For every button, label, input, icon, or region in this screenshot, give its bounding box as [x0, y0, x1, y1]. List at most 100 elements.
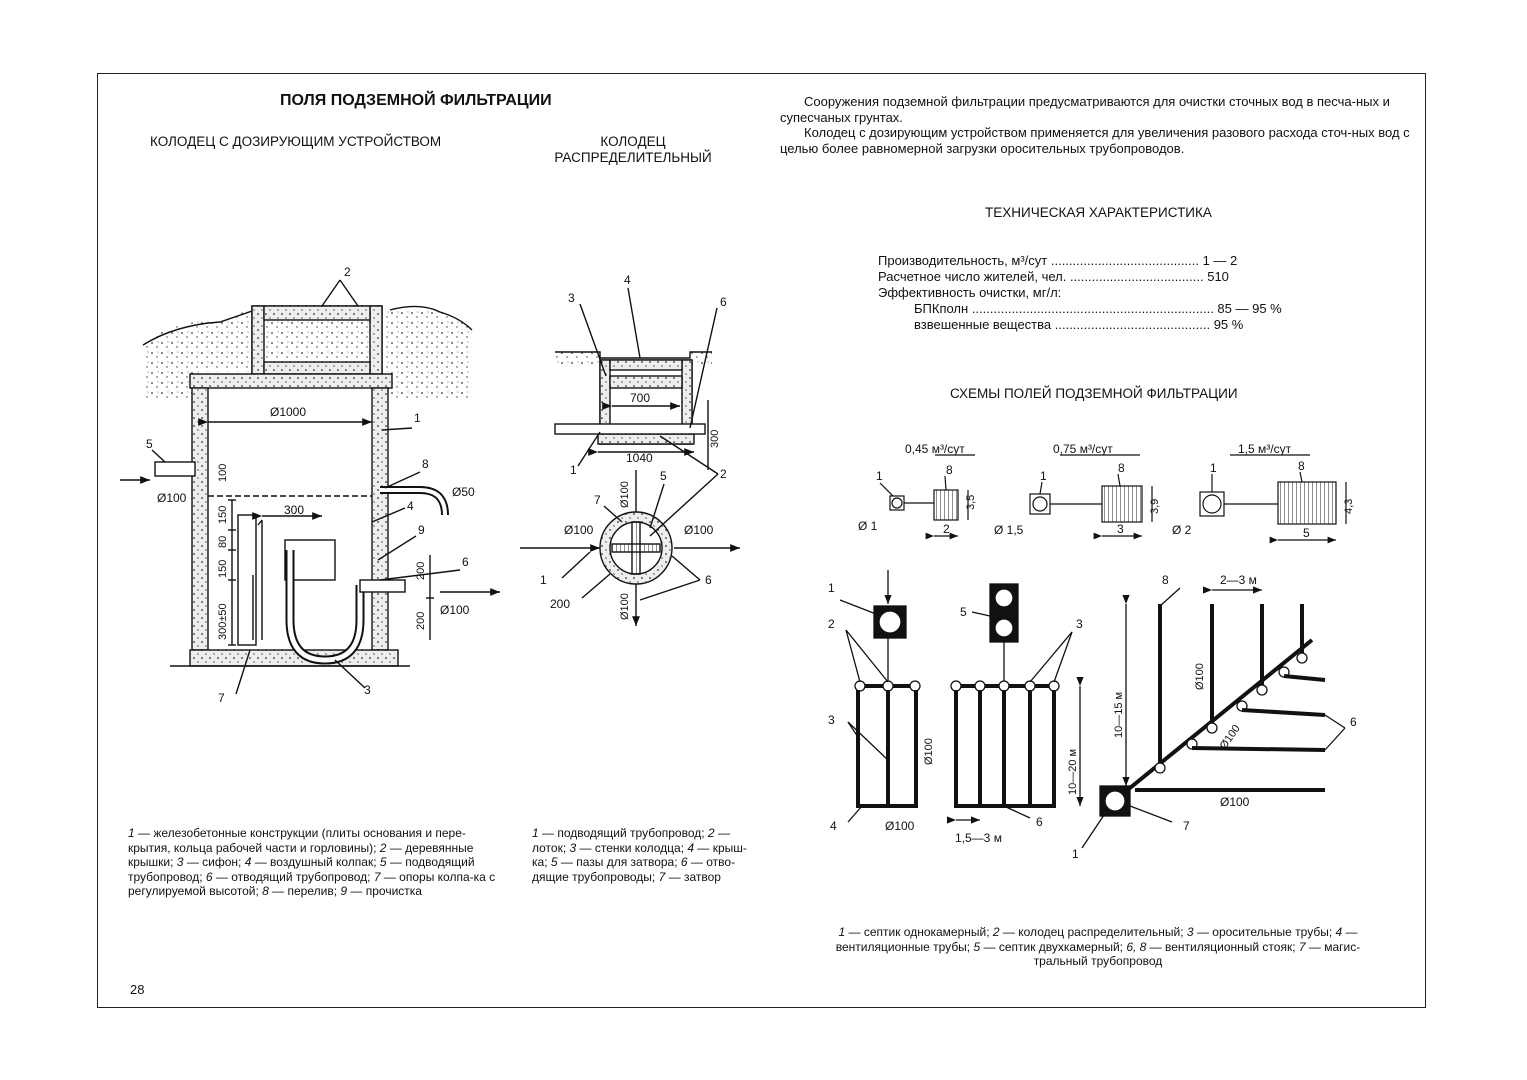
legend-text: — воздушный колпак; — [251, 855, 380, 869]
legend-text: — подводящий трубопровод; — [128, 855, 475, 884]
middle-legend: 1 — подводящий трубопровод; 2 — лоток; 3… — [532, 826, 756, 884]
left-heading: КОЛОДЕЦ С ДОЗИРУЮЩИМ УСТРОЙСТВОМ — [150, 134, 442, 149]
mid-label-1b: 1 — [540, 573, 547, 587]
legend-number: 5 — [973, 939, 981, 954]
label-h200a: 200 — [415, 562, 427, 580]
big-label-153: 1,5—3 м — [955, 831, 1002, 845]
label-h80: 80 — [217, 536, 229, 548]
dots: ........................................… — [1051, 317, 1214, 332]
mid-label-d100-top: Ø100 — [619, 481, 631, 508]
scheme1-flow: 0,45 м³/сут — [905, 442, 965, 456]
tech-value-5: 95 % — [1213, 317, 1244, 332]
tech-row-3: Эффективность очистки, мг/л: — [878, 285, 1061, 301]
mid-label-300: 300 — [709, 430, 721, 448]
label-7: 7 — [218, 691, 225, 705]
label-d1000: Ø1000 — [270, 405, 306, 419]
legend-number: 7 — [373, 869, 381, 884]
big-label-1b: 1 — [1072, 847, 1079, 861]
tech-value-4: 85 — 95 % — [1217, 301, 1282, 316]
scheme3-h: 4,3 — [1343, 499, 1355, 514]
legend-number: 2 — [379, 840, 387, 855]
page-number: 28 — [130, 982, 145, 997]
legend-number: 3 — [176, 855, 184, 869]
label-2: 2 — [344, 265, 351, 279]
mid-label-200: 200 — [550, 597, 570, 611]
tech-title: ТЕХНИЧЕСКАЯ ХАРАКТЕРИСТИКА — [985, 205, 1212, 220]
mid-label-d100-left: Ø100 — [564, 523, 594, 537]
scheme2-w: 3 — [1117, 522, 1124, 536]
legend-text: — отво-дящие трубопроводы; — [532, 855, 736, 884]
scheme3-flow: 1,5 м³/сут — [1238, 442, 1292, 456]
mid-label-6a: 6 — [720, 295, 727, 309]
mid-label-6b: 6 — [705, 573, 712, 587]
mid-label-7: 7 — [594, 493, 601, 507]
dots: ........................................… — [968, 301, 1218, 316]
legend-text: — опоры колпа-ка с регулируемой высотой; — [128, 869, 496, 899]
legend-text: — магис-тральный трубопровод — [1033, 939, 1361, 969]
tech-label-5: взвешенные вещества — [914, 317, 1052, 332]
label-d100-out: Ø100 — [440, 603, 470, 617]
legend-number: 3 — [569, 840, 577, 855]
tech-label-4: БПКполн — [914, 301, 969, 316]
label-1: 1 — [414, 411, 421, 425]
svg-text:8: 8 — [1298, 459, 1305, 473]
legend-text: — вентиляционные трубы; — [835, 925, 1358, 954]
legend-text: — отводящий трубопровод; — [212, 869, 374, 884]
legend-number: 8 — [262, 884, 269, 898]
legend-text: — пазы для затвора; — [557, 855, 681, 869]
tech-row-1: Производительность, м³/сут .............… — [878, 253, 1237, 269]
tech-row-2: Расчетное число жителей, чел. ..........… — [878, 269, 1229, 285]
dots: ........................................… — [1047, 253, 1203, 268]
page-title: ПОЛЯ ПОДЗЕМНОЙ ФИЛЬТРАЦИИ — [280, 92, 552, 109]
legend-number: 1 — [838, 925, 846, 939]
scheme3-pipe: Ø 2 — [1172, 523, 1192, 537]
scheme1-pipe: Ø 1 — [858, 519, 878, 533]
big-label-1020: 10—20 м — [1067, 749, 1079, 795]
scheme2-flow: 0,75 м³/сут — [1053, 442, 1113, 456]
legend-number: 2 — [992, 925, 1000, 939]
big-label-d100-e: Ø100 — [1220, 795, 1250, 809]
legend-number: 7 — [1298, 939, 1306, 954]
big-label-d100-a: Ø100 — [885, 819, 915, 833]
page-frame — [97, 73, 1426, 1008]
label-d50: Ø50 — [452, 485, 475, 499]
legend-number: 7 — [658, 869, 666, 884]
legend-text: — сифон; — [183, 855, 245, 869]
mid-label-2: 2 — [720, 467, 727, 481]
schemes-title: СХЕМЫ ПОЛЕЙ ПОДЗЕМНОЙ ФИЛЬТРАЦИИ — [950, 386, 1238, 401]
big-label-1a: 1 — [828, 581, 835, 595]
svg-text:8: 8 — [946, 463, 953, 477]
small-schemes — [879, 454, 1347, 544]
distribution-well-drawing — [520, 287, 740, 626]
big-label-23: 2—3 м — [1220, 573, 1257, 587]
tech-value-1: 1 — 2 — [1202, 253, 1238, 268]
legend-number: 4 — [687, 840, 695, 855]
legend-number: 3 — [1186, 925, 1194, 939]
mid-label-700: 700 — [630, 391, 650, 405]
big-label-8: 8 — [1162, 573, 1169, 587]
legend-text: — септик двухкамерный; — [980, 939, 1127, 954]
mid-label-d100-bottom: Ø100 — [619, 593, 631, 620]
intro-paragraph-1: Сооружения подземной фильтрации предусма… — [780, 94, 1390, 125]
legend-number: 1 — [532, 826, 539, 840]
legend-number: 4 — [244, 855, 252, 869]
label-h150a: 150 — [217, 506, 229, 524]
big-label-6b: 6 — [1350, 715, 1357, 729]
big-label-5: 5 — [960, 605, 967, 619]
legend-text: — стенки колодца; — [576, 840, 688, 855]
label-4: 4 — [407, 499, 414, 513]
mid-label-d100-right: Ø100 — [684, 523, 714, 537]
legend-text: — деревянные крышки; — [128, 840, 474, 870]
mid-label-1a: 1 — [570, 463, 577, 477]
svg-text:1: 1 — [1210, 461, 1217, 475]
legend-number: 2 — [707, 826, 715, 840]
svg-text:1: 1 — [876, 469, 883, 483]
scheme1-w: 2 — [943, 522, 950, 536]
label-8: 8 — [422, 457, 429, 471]
label-5: 5 — [146, 437, 153, 451]
legend-number: 5 — [550, 855, 558, 869]
svg-text:8: 8 — [1118, 461, 1125, 475]
svg-text:1: 1 — [1040, 469, 1047, 483]
big-label-3b: 3 — [1076, 617, 1083, 631]
